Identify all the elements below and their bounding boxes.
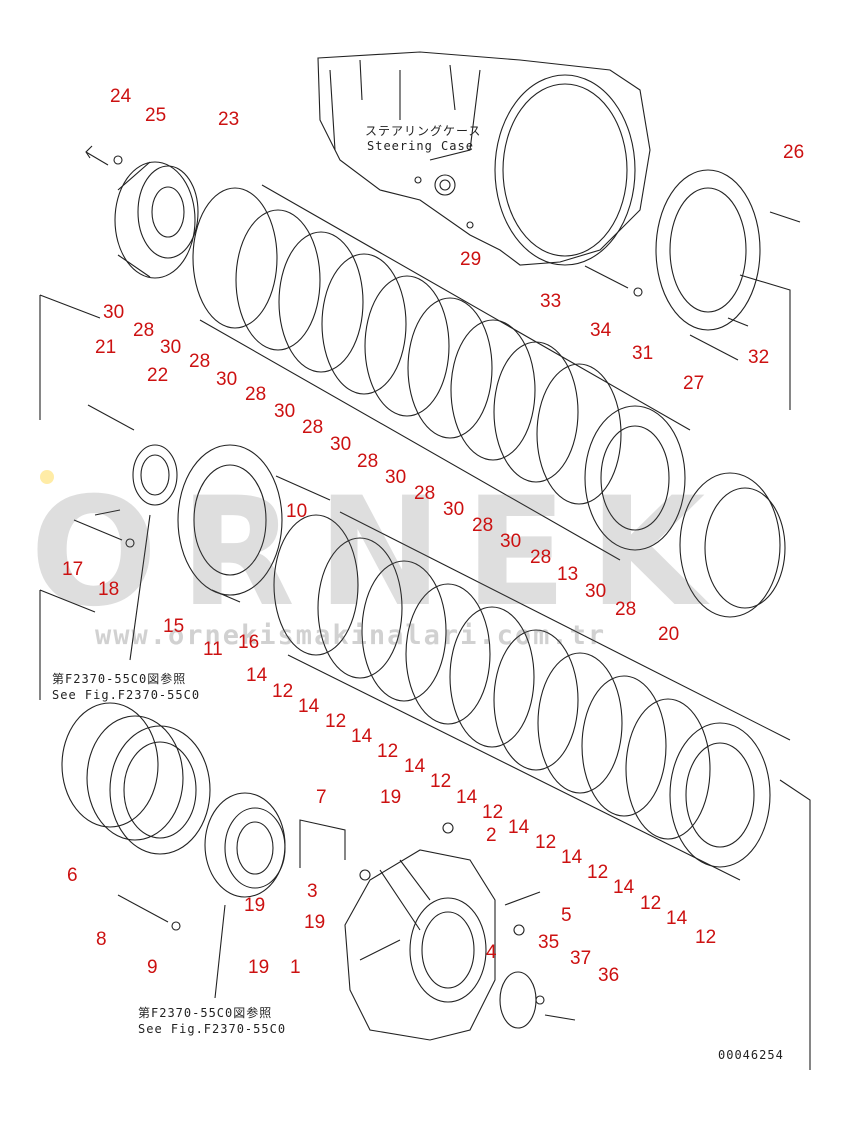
- callout-l28e: 28: [357, 451, 379, 472]
- callout-l36: 36: [598, 965, 620, 986]
- callout-l28i: 28: [615, 599, 637, 620]
- callout-l28d: 28: [302, 417, 324, 438]
- callout-l7: 7: [316, 787, 327, 808]
- callout-l19a: 19: [380, 787, 402, 808]
- plate-31: [584, 169, 801, 410]
- callout-l12g: 12: [587, 862, 609, 883]
- callout-l5: 5: [561, 905, 572, 926]
- callout-l27: 27: [683, 373, 705, 394]
- callout-l12c: 12: [377, 741, 399, 762]
- callout-l30h: 30: [500, 531, 522, 552]
- callout-l12f: 12: [535, 832, 557, 853]
- hub-23: [85, 145, 199, 279]
- callout-l26: 26: [783, 142, 805, 163]
- callout-l23: 23: [218, 109, 240, 130]
- callout-l37: 37: [570, 948, 592, 969]
- callout-l14c: 14: [351, 726, 373, 747]
- callout-l14h: 14: [613, 877, 635, 898]
- callout-l14i: 14: [666, 908, 688, 929]
- watermark-url: www.ornekismakinalari.com.tr: [95, 620, 607, 651]
- callout-l29: 29: [460, 249, 482, 270]
- callout-l14e: 14: [456, 787, 478, 808]
- callout-l28g: 28: [472, 515, 494, 536]
- seal-20: [679, 472, 786, 618]
- callout-l17: 17: [62, 559, 84, 580]
- lower-plate-stack: [273, 511, 791, 881]
- callout-l30i: 30: [585, 581, 607, 602]
- callout-l1: 1: [290, 957, 301, 978]
- callout-l32: 32: [748, 347, 770, 368]
- callout-l30g: 30: [443, 499, 465, 520]
- callout-l6: 6: [67, 865, 78, 886]
- callout-l11: 11: [203, 639, 223, 660]
- upper-plate-stack: [192, 184, 691, 561]
- callout-l28h: 28: [530, 547, 552, 568]
- callout-l30d: 30: [274, 401, 296, 422]
- callout-l15: 15: [163, 616, 185, 637]
- drawing-number: 00046254: [718, 1048, 784, 1062]
- housing-1: [344, 822, 576, 1041]
- seal-set-6: [61, 702, 211, 855]
- callout-l30b: 30: [160, 337, 182, 358]
- callout-l30a: 30: [103, 302, 125, 323]
- callout-l30e: 30: [330, 434, 352, 455]
- callout-l14f: 14: [508, 817, 530, 838]
- callout-l12e: 12: [482, 802, 504, 823]
- callout-l35: 35: [538, 932, 560, 953]
- callout-l21: 21: [95, 337, 117, 358]
- callout-l12i: 12: [695, 927, 717, 948]
- callout-l30c: 30: [216, 369, 238, 390]
- callout-l8: 8: [96, 929, 107, 950]
- callout-l34: 34: [590, 320, 612, 341]
- see-fig-upper-jp: 第F2370-55C0図参照: [52, 672, 187, 686]
- callout-l14d: 14: [404, 756, 426, 777]
- callout-l18: 18: [98, 579, 120, 600]
- watermark-dot: [40, 470, 54, 484]
- plate-15: [73, 404, 331, 603]
- callout-l33: 33: [540, 291, 562, 312]
- callout-l2: 2: [486, 825, 497, 846]
- callout-l30f: 30: [385, 467, 407, 488]
- callout-l14b: 14: [298, 696, 320, 717]
- callout-l12a: 12: [272, 681, 294, 702]
- callout-l4: 4: [486, 942, 497, 963]
- callout-l24: 24: [110, 86, 132, 107]
- callout-l28b: 28: [189, 351, 211, 372]
- see-fig-lower-en: See Fig.F2370-55C0: [138, 1022, 287, 1036]
- callout-l10: 10: [286, 501, 308, 522]
- callout-l12h: 12: [640, 893, 662, 914]
- callout-l28c: 28: [245, 384, 267, 405]
- callout-l9: 9: [147, 957, 158, 978]
- callout-l25: 25: [145, 105, 167, 126]
- callout-l31: 31: [632, 343, 654, 364]
- callout-l28f: 28: [414, 483, 436, 504]
- callout-l16: 16: [238, 632, 260, 653]
- see-fig-lower-jp: 第F2370-55C0図参照: [138, 1006, 273, 1020]
- callout-l19d: 19: [248, 957, 270, 978]
- callout-l19c: 19: [304, 912, 326, 933]
- leader-lines: [39, 294, 811, 1070]
- callout-l3: 3: [307, 881, 318, 902]
- steering-case-label-en: Steering Case: [367, 139, 474, 153]
- steering-case: [317, 51, 651, 266]
- steering-case-label-jp: ステアリングケース: [365, 124, 482, 138]
- callout-l12b: 12: [325, 711, 347, 732]
- callout-l19b: 19: [244, 895, 266, 916]
- callout-l22: 22: [147, 365, 169, 386]
- watermark-brand: ORNEK: [30, 466, 728, 640]
- callout-l14g: 14: [561, 847, 583, 868]
- callout-l28a: 28: [133, 320, 155, 341]
- callout-l13: 13: [557, 564, 579, 585]
- see-fig-upper-en: See Fig.F2370-55C0: [52, 688, 201, 702]
- callout-l12d: 12: [430, 771, 452, 792]
- piston: [117, 792, 286, 931]
- callout-l14a: 14: [246, 665, 268, 686]
- callout-l20: 20: [658, 624, 680, 645]
